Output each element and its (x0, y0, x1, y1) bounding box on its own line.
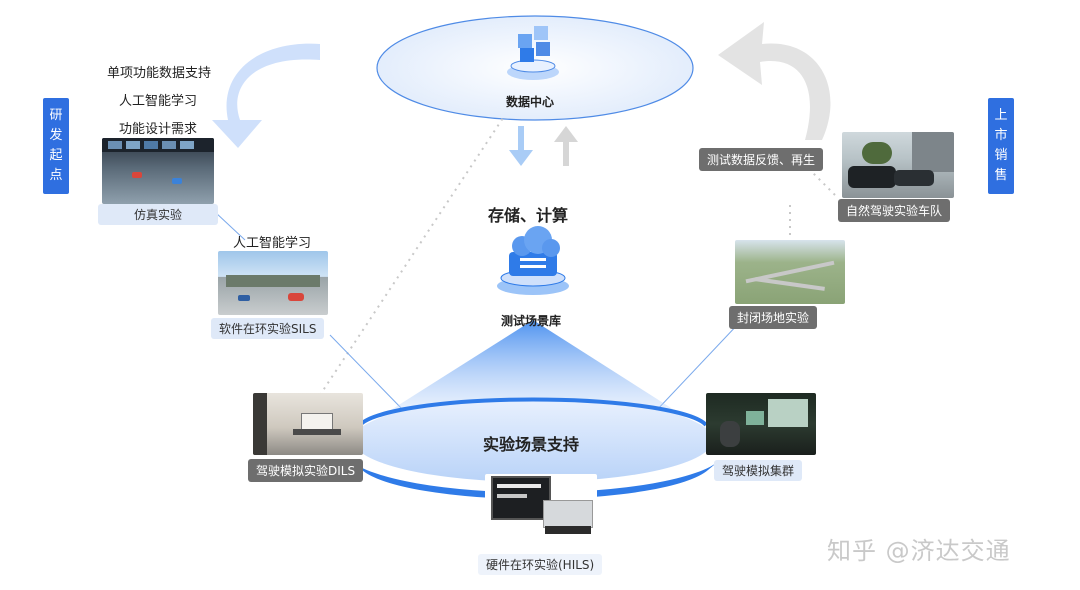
cluster-label: 驾驶模拟集群 (714, 460, 803, 481)
line-field-to-ring (654, 321, 741, 413)
hils-image (485, 474, 597, 546)
tag-char: 起 (49, 148, 63, 163)
fleet-label: 自然驾驶实验车队 (838, 199, 951, 222)
line-sils-to-ring (329, 334, 406, 413)
feature-item: 单项功能数据支持 (107, 66, 212, 81)
fleet-image (842, 132, 954, 198)
watermark: 知乎 @济达交通 (827, 537, 1011, 565)
ai-learning-label: 人工智能学习 (233, 236, 312, 251)
dotted-connector-fleet (809, 169, 836, 196)
feedback-label: 测试数据反馈、再生 (699, 148, 824, 171)
tag-char: 市 (994, 128, 1008, 143)
closed-field-label: 封闭场地实验 (729, 306, 818, 329)
cluster-image (706, 393, 816, 455)
right-curved-arrow (718, 22, 831, 140)
data-center-label: 数据中心 (506, 95, 555, 109)
scenario-library-label: 测试场景库 (501, 314, 562, 328)
market-sale-tag: 上 市 销 售 (988, 98, 1014, 194)
tag-char: 销 (994, 148, 1008, 163)
tag-char: 点 (49, 168, 63, 183)
closed-field-image (735, 240, 845, 304)
platform-ring-upper (358, 397, 708, 427)
tag-char: 售 (994, 168, 1008, 183)
feature-item: 人工智能学习 (119, 94, 198, 109)
rd-start-tag: 研 发 起 点 (43, 98, 69, 194)
line-sim-to-sils (214, 211, 246, 241)
down-arrow-icon (509, 126, 533, 166)
tag-char: 上 (994, 108, 1008, 123)
up-arrow-icon (554, 126, 578, 166)
sils-image (218, 251, 328, 315)
tag-char: 发 (49, 128, 63, 143)
cloud-server-icon (497, 226, 569, 295)
scenario-cone (375, 320, 690, 420)
feature-item: 功能设计需求 (119, 122, 198, 137)
sils-label: 软件在环实验SILS (211, 318, 325, 339)
dils-image (253, 393, 363, 455)
tag-char: 研 (49, 108, 63, 123)
left-curved-arrow (212, 43, 320, 148)
dils-label: 驾驶模拟实验DILS (248, 459, 364, 482)
platform-ring-lower (350, 460, 720, 500)
platform-support-label: 实验场景支持 (483, 435, 580, 454)
platform-disk (353, 398, 713, 482)
simulation-image (102, 138, 214, 204)
data-cube-icon (507, 26, 559, 80)
storage-compute-label: 存储、计算 (488, 206, 569, 225)
hils-label: 硬件在环实验(HILS) (478, 554, 603, 575)
simulation-label: 仿真实验 (98, 204, 218, 225)
